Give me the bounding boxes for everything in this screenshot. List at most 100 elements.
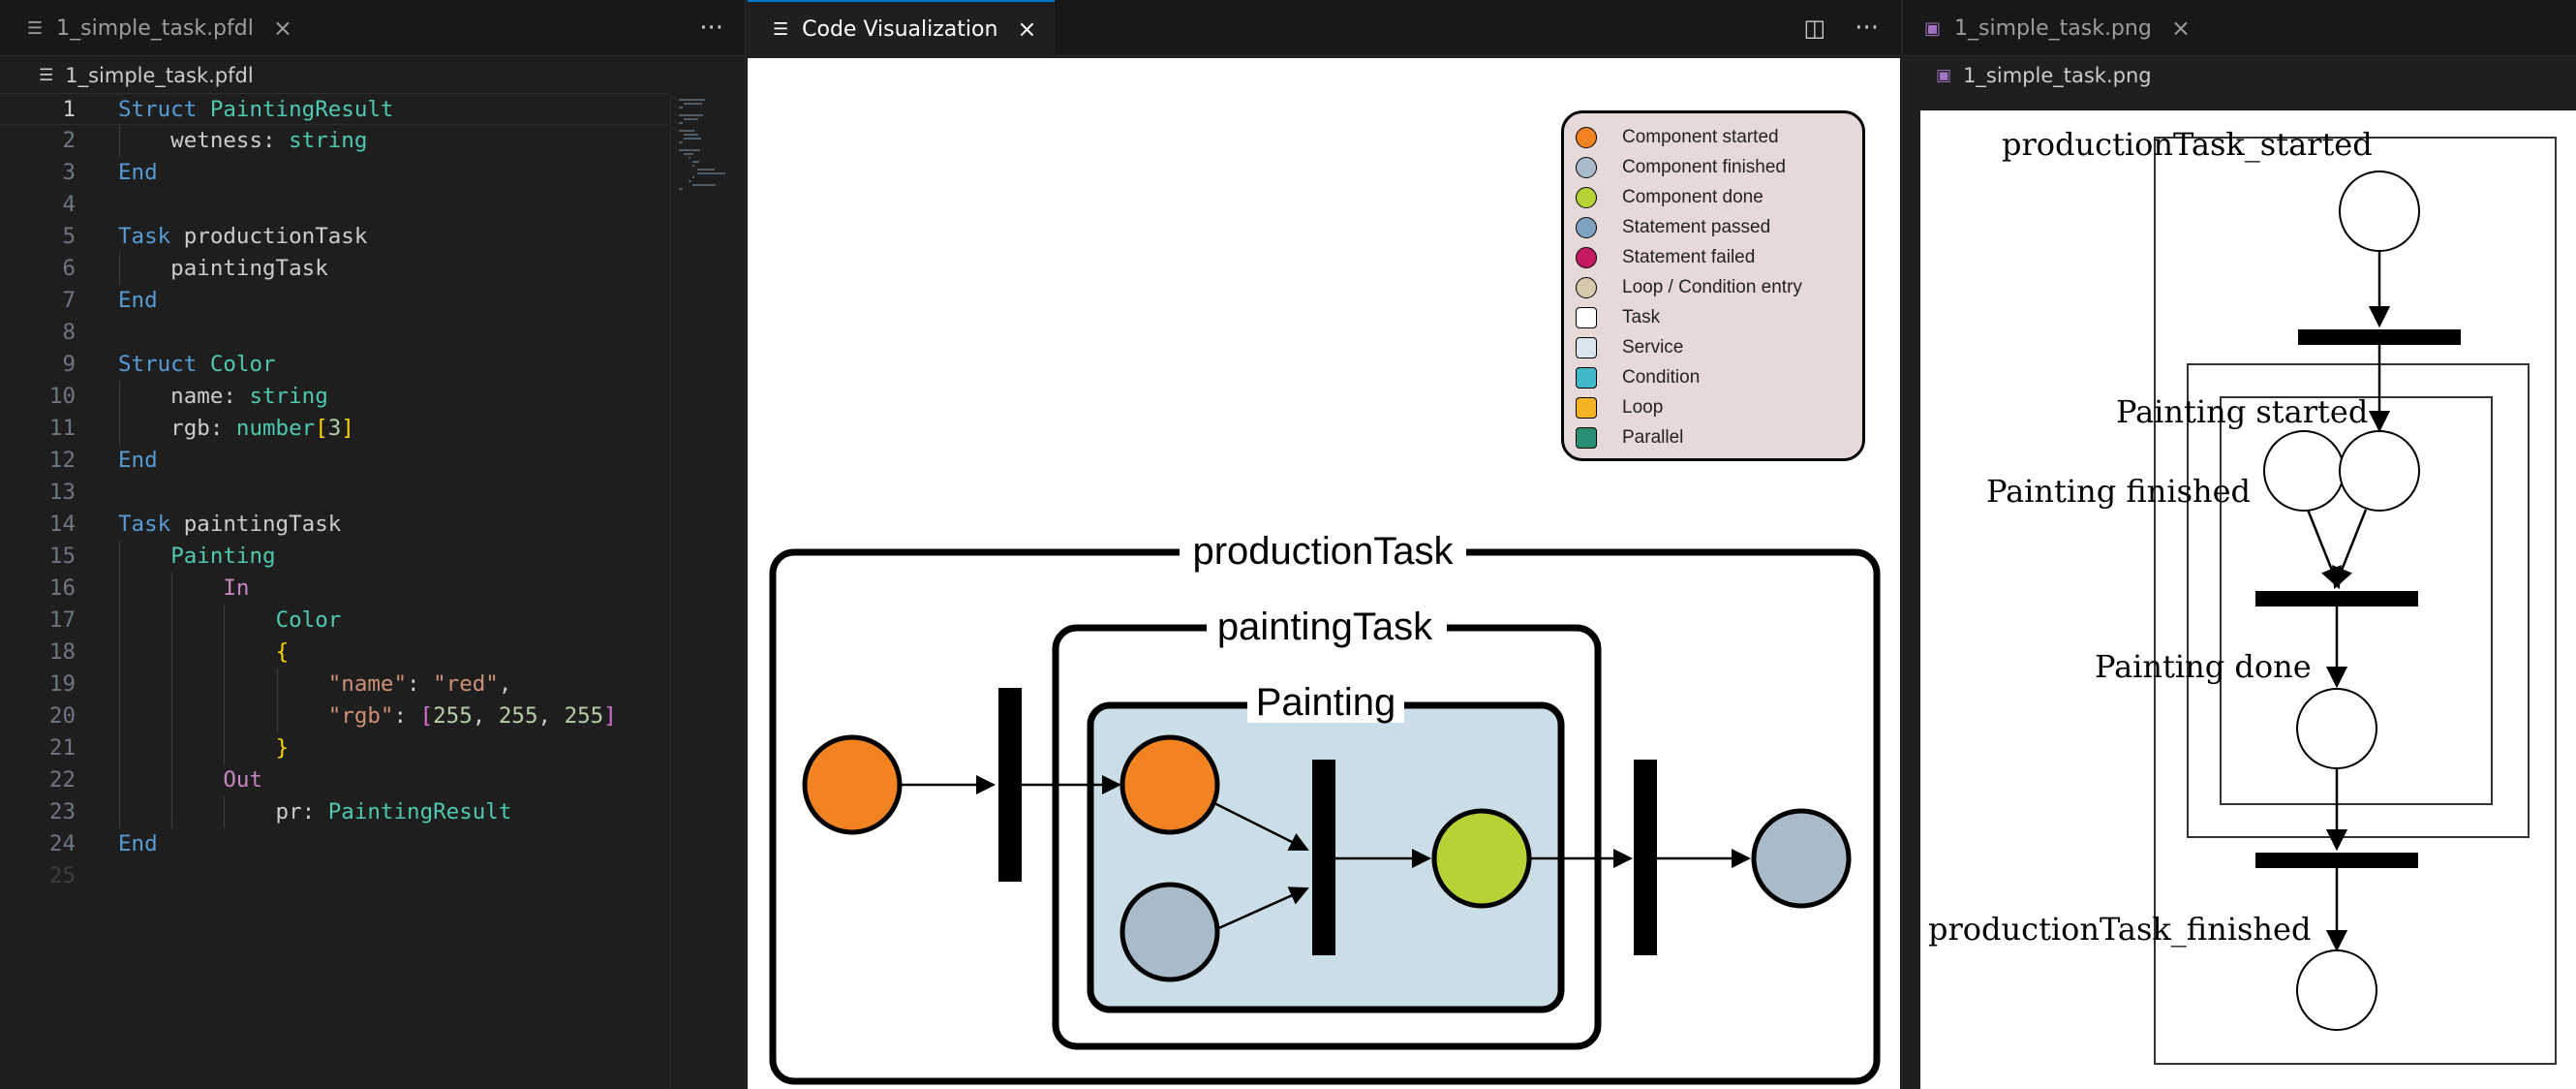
line-number: 1 — [62, 97, 76, 122]
place-node — [2339, 430, 2420, 512]
indent-guide — [119, 605, 120, 637]
breadcrumb[interactable]: ▣ 1_simple_task.png — [1903, 56, 2576, 95]
legend-item: Parallel — [1576, 422, 1683, 452]
minimap-line — [688, 157, 691, 159]
indent-guide — [224, 700, 226, 732]
close-icon[interactable]: × — [1017, 16, 1037, 43]
indent-guide — [224, 605, 226, 637]
edge — [2306, 509, 2342, 590]
code-line[interactable]: 10 name: string — [0, 381, 668, 413]
indent-guide — [171, 700, 173, 732]
code-line[interactable]: 6 paintingTask — [0, 253, 668, 285]
code-line[interactable]: 11 rgb: number[3] — [0, 413, 668, 445]
label-painting-finished: Painting finished — [1986, 473, 2251, 510]
minimap-line — [683, 103, 703, 105]
legend-label: Statement failed — [1622, 246, 1756, 267]
editor-pane: ☰ 1_simple_task.pfdl × ··· ☰ 1_simple_ta… — [0, 0, 746, 1089]
minimap-line — [679, 130, 694, 132]
close-icon[interactable]: × — [2170, 15, 2191, 42]
indent-guide — [224, 732, 226, 764]
breadcrumb-file[interactable]: 1_simple_task.png — [1963, 64, 2152, 87]
code-line[interactable]: 13 — [0, 477, 668, 509]
minimap[interactable] — [670, 93, 745, 1089]
indent-guide — [119, 796, 120, 828]
transition-bar — [2255, 853, 2418, 868]
label-painting-done: Painting done — [2095, 648, 2312, 685]
cluster-box — [2187, 363, 2530, 838]
indent-guide — [119, 253, 120, 285]
cluster-box — [2154, 137, 2557, 1065]
code-line[interactable]: 22 Out — [0, 764, 668, 796]
line-number: 12 — [48, 448, 76, 473]
code-line[interactable]: 21 } — [0, 732, 668, 764]
code-line[interactable]: 16 In — [0, 573, 668, 605]
legend-swatch — [1576, 426, 1597, 449]
close-icon[interactable]: × — [272, 15, 292, 42]
cluster-painting-label: Painting — [1256, 681, 1396, 724]
line-number: 16 — [48, 576, 76, 601]
code-line[interactable]: 17 Color — [0, 605, 668, 637]
minimap-line — [679, 99, 706, 101]
png-petri-net: productionTask_started Painting started … — [1928, 126, 2557, 1065]
more-actions-icon[interactable]: ··· — [699, 14, 723, 43]
indent-guide — [276, 669, 278, 700]
legend-label: Condition — [1622, 366, 1701, 388]
code-line[interactable]: 20 "rgb": [255, 255, 255] — [0, 700, 668, 732]
more-actions-icon[interactable]: ··· — [1855, 14, 1879, 43]
place-component-finished — [1119, 882, 1220, 982]
tab-code-visualization[interactable]: ☰ Code Visualization × — [748, 0, 1055, 56]
viz-tabbar: ☰ Code Visualization × ◫ ··· — [748, 0, 1900, 56]
cluster-production-task — [769, 548, 1881, 1085]
minimap-line — [679, 114, 703, 116]
legend-swatch — [1576, 366, 1597, 389]
line-number: 11 — [48, 416, 76, 441]
line-text: { — [275, 639, 290, 665]
line-text: paintingTask — [118, 256, 328, 281]
cluster-production-task-label: productionTask — [1192, 530, 1454, 573]
code-line[interactable]: 18 { — [0, 637, 668, 669]
tab-png-file[interactable]: ▣ 1_simple_task.png × — [1903, 0, 2208, 56]
line-text: Painting — [170, 544, 276, 569]
minimap-line — [679, 188, 683, 190]
legend-item: Task — [1576, 302, 1660, 332]
code-line[interactable]: 4 — [0, 189, 668, 221]
tab-pfdl-file[interactable]: ☰ 1_simple_task.pfdl × — [0, 0, 310, 56]
code-line[interactable]: 15 Painting — [0, 541, 668, 573]
code-line[interactable]: 8 — [0, 317, 668, 349]
line-number: 6 — [62, 256, 76, 281]
line-number: 20 — [48, 703, 76, 729]
indent-guide — [119, 732, 120, 764]
code-line[interactable]: 25 — [0, 860, 668, 892]
line-number: 24 — [48, 831, 76, 856]
cluster-painting-service — [1087, 701, 1565, 1013]
png-image: productionTask_started Painting started … — [1920, 110, 2576, 1089]
code-line[interactable]: 2 wetness: string — [0, 125, 668, 157]
line-text: Color — [275, 607, 342, 633]
indent-guide — [224, 637, 226, 669]
breadcrumb-file[interactable]: 1_simple_task.pfdl — [65, 64, 254, 87]
indent-guide — [119, 700, 120, 732]
line-text: rgb: number[3] — [118, 416, 354, 441]
breadcrumb[interactable]: ☰ 1_simple_task.pfdl — [0, 56, 745, 95]
indent-guide — [171, 669, 173, 700]
split-editor-icon[interactable]: ◫ — [1803, 15, 1826, 42]
line-text: End — [118, 160, 158, 185]
minimap-line — [692, 161, 699, 163]
minimap-line — [683, 153, 694, 155]
cluster-painting-task-label: paintingTask — [1217, 606, 1433, 648]
line-text: Struct Color — [118, 352, 276, 377]
code-line[interactable]: 19 "name": "red", — [0, 669, 668, 700]
legend-label: Task — [1622, 306, 1661, 327]
code-line[interactable]: 23 pr: PaintingResult — [0, 796, 668, 828]
line-text: End — [118, 288, 158, 313]
transition-bar — [2255, 591, 2418, 607]
minimap-line — [679, 107, 683, 109]
